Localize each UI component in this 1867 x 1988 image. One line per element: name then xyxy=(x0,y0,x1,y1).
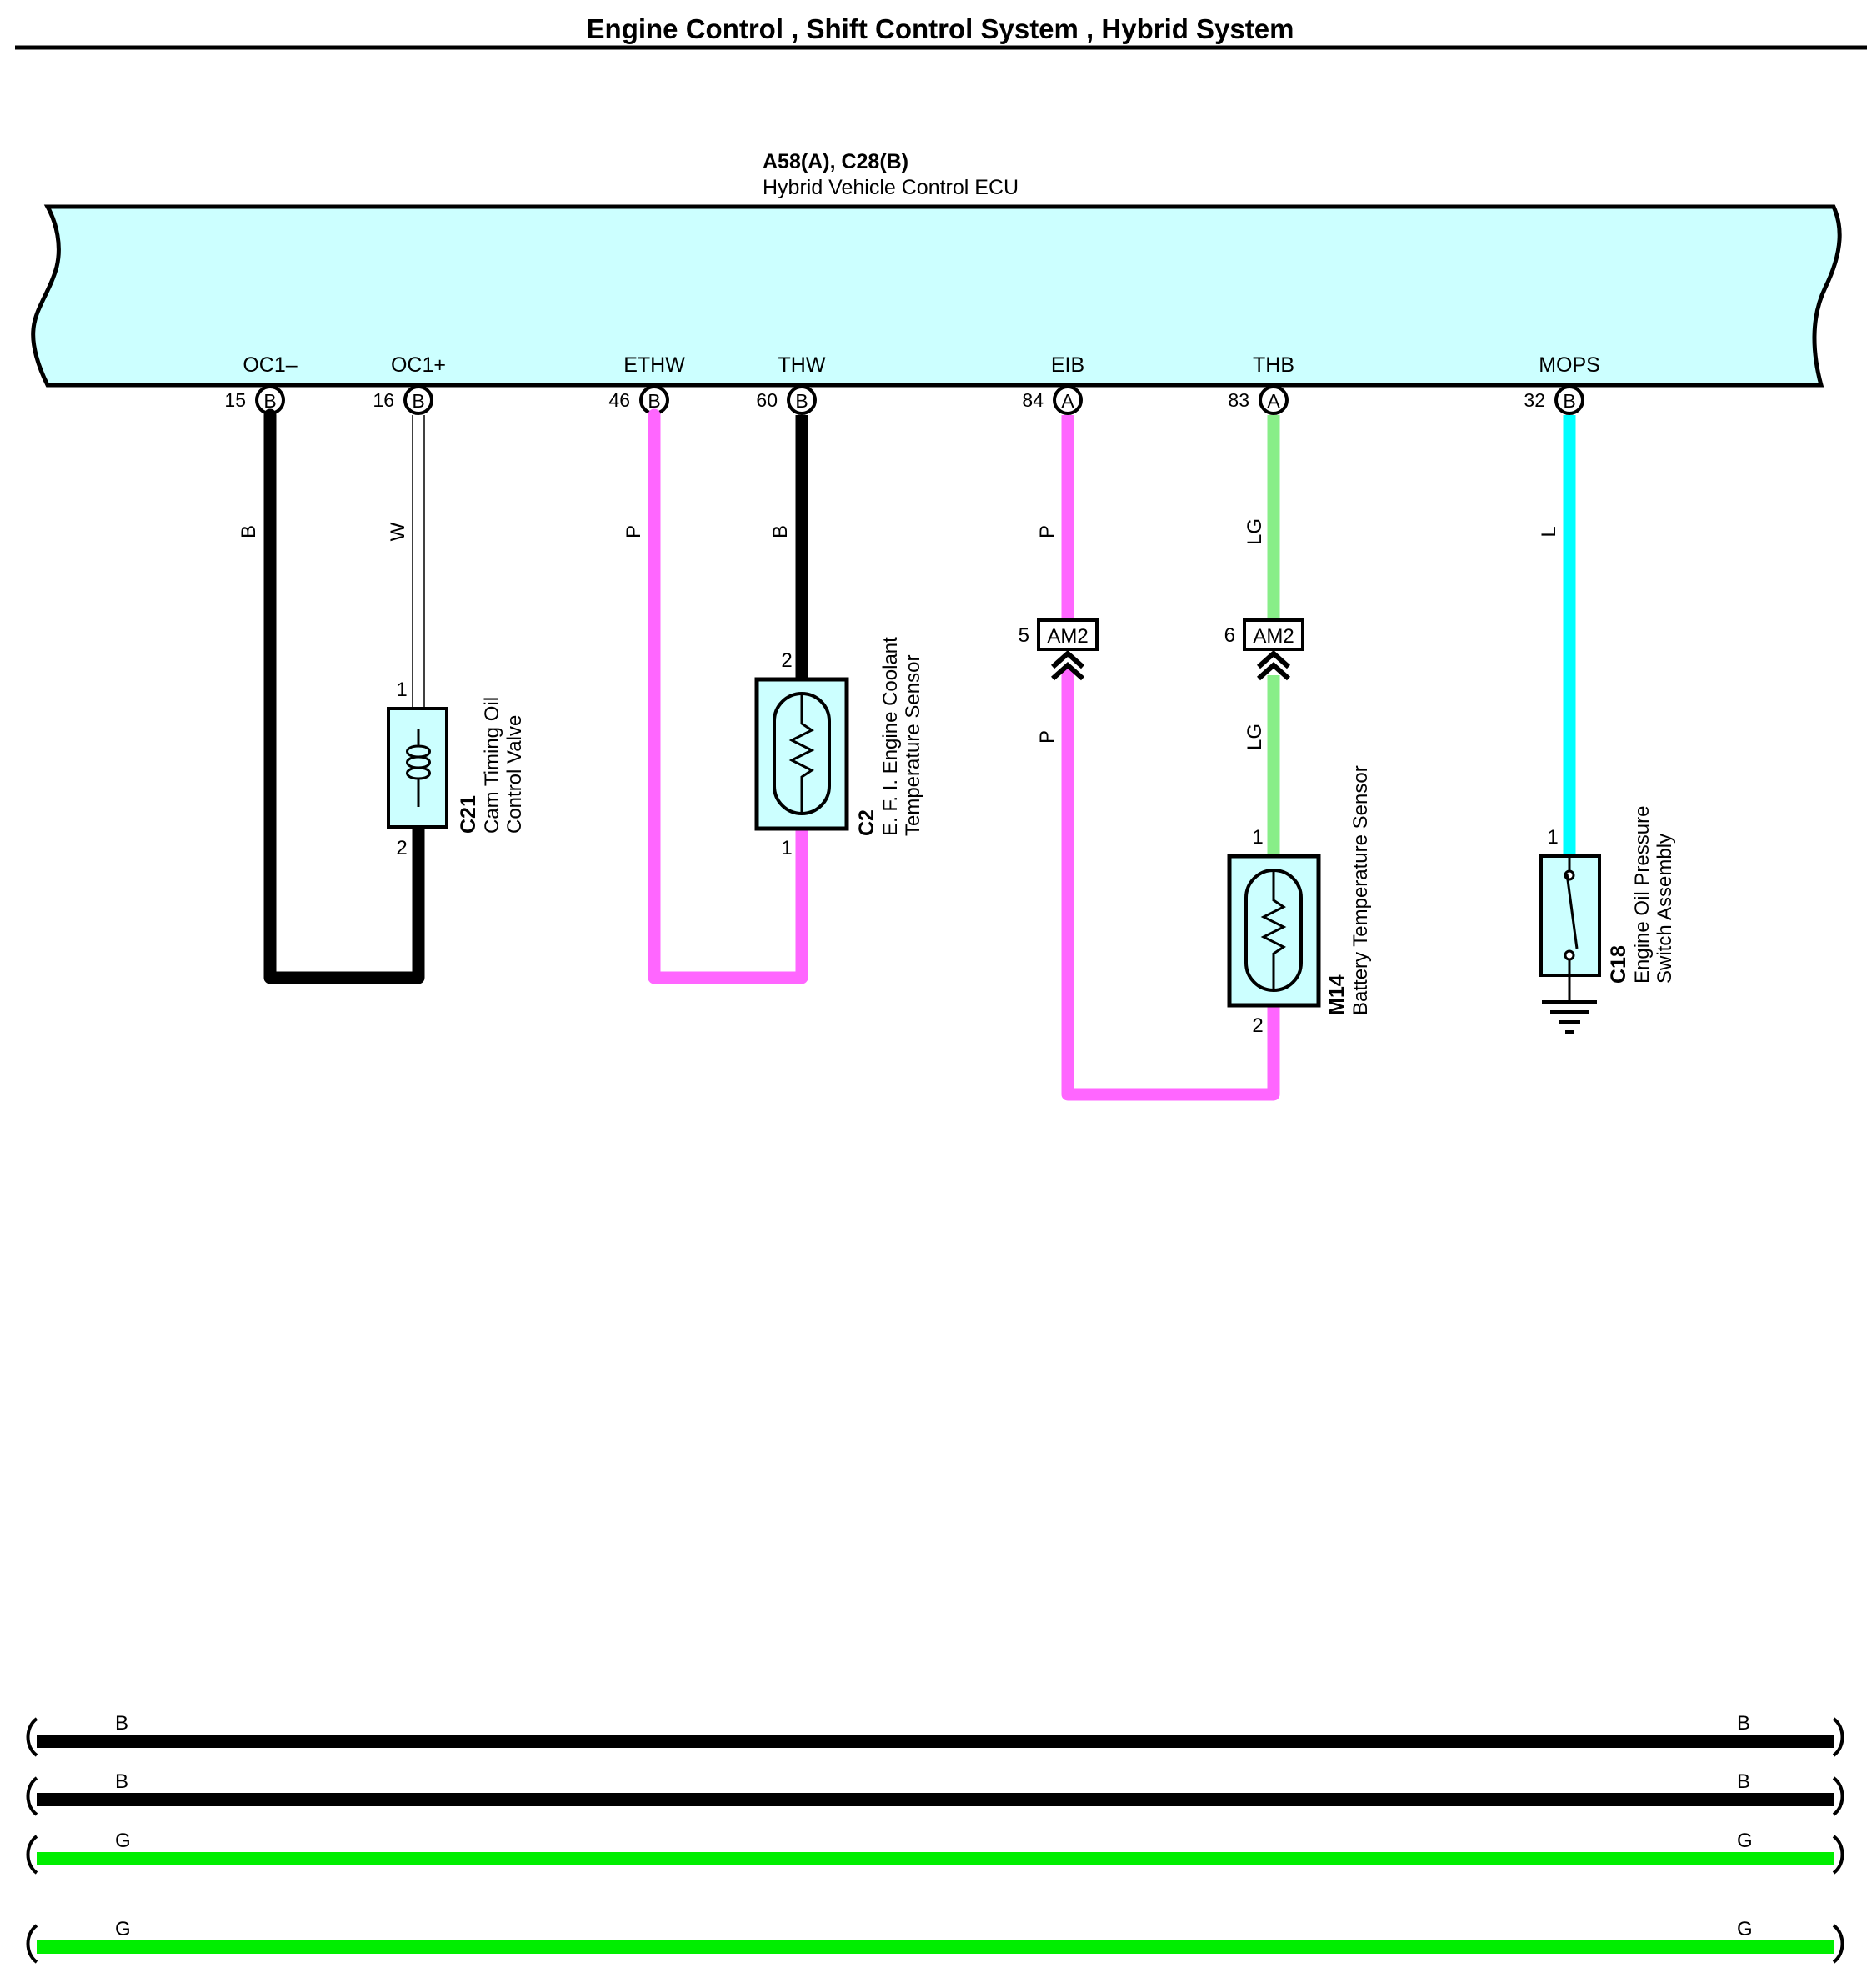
wire-eib-lower xyxy=(1061,669,1280,1101)
terminal-pin-mops: 32 xyxy=(1524,389,1545,411)
c21-name-line1: Cam Timing Oil xyxy=(481,697,503,834)
junction-label-thb: AM2 xyxy=(1253,625,1294,648)
component-c21: 1 2 C21 Cam Timing Oil Control Valve xyxy=(387,679,526,859)
bus-1-label-right: B xyxy=(1737,1712,1750,1735)
wire-label-eib-lower: P xyxy=(1036,730,1059,744)
bus-2-label-left: B xyxy=(115,1770,128,1793)
m14-name-line1: Battery Temperature Sensor xyxy=(1349,765,1372,1015)
connector-circle-thw xyxy=(787,385,817,415)
wire-oc1-minus xyxy=(263,408,425,984)
junction-am2-eib: 5 AM2 xyxy=(1019,618,1099,681)
wire-ethw xyxy=(648,408,808,984)
bus-2-label-right: B xyxy=(1737,1770,1750,1793)
ground-icon xyxy=(1542,1000,1597,1034)
connector-letter-oc1-plus: B xyxy=(412,390,424,412)
junction-am2-thb: 6 AM2 xyxy=(1224,618,1304,681)
terminal-name-thw: THW xyxy=(778,353,826,377)
wire-label-ethw: P xyxy=(623,525,645,538)
c2-code: C2 xyxy=(855,809,878,836)
junction-pin-eib: 5 xyxy=(1019,624,1029,647)
connector-letter-eib: A xyxy=(1061,390,1074,412)
wire-label-thb-upper: LG xyxy=(1244,518,1266,545)
c18-code: C18 xyxy=(1607,945,1630,984)
page-title: Engine Control , Shift Control System , … xyxy=(587,13,1294,44)
terminal-pin-thb: 83 xyxy=(1228,389,1249,411)
c18-pin-top: 1 xyxy=(1547,826,1558,849)
m14-pin-bottom: 2 xyxy=(1252,1014,1263,1037)
c21-pin-bottom: 2 xyxy=(396,837,407,859)
switch-icon xyxy=(1565,873,1579,949)
connector-circle-oc1-plus xyxy=(403,385,433,415)
terminal-pin-eib: 84 xyxy=(1022,389,1044,411)
junction-pin-thb: 6 xyxy=(1224,624,1235,647)
connector-circle-mops xyxy=(1554,385,1584,415)
c21-pin-top: 1 xyxy=(396,679,407,701)
c2-name-line1: E. F. I. Engine Coolant xyxy=(879,637,902,836)
ecu-connector-ref: A58(A), C28(B) xyxy=(763,150,908,173)
connector-circle-eib xyxy=(1053,385,1083,415)
component-c18: 1 C18 Engine Oil Pressure Switch Assembl… xyxy=(1539,806,1676,1034)
wire-label-mops: L xyxy=(1538,526,1560,537)
bus-4-label-right: G xyxy=(1737,1918,1753,1940)
terminal-pin-oc1-plus: 16 xyxy=(373,389,394,411)
component-m14: 1 2 M14 Battery Temperature Sensor xyxy=(1227,765,1372,1037)
wire-label-oc1-plus: W xyxy=(387,522,409,541)
terminal-name-eib: EIB xyxy=(1051,353,1084,377)
bus-3-label-right: G xyxy=(1737,1830,1753,1852)
terminal-name-ethw: ETHW xyxy=(623,353,685,377)
connector-letter-ethw: B xyxy=(648,390,660,412)
c21-name-line2: Control Valve xyxy=(503,715,526,834)
connector-letter-mops: B xyxy=(1563,390,1575,412)
component-c2: 2 1 C2 E. F. I. Engine Coolant Temperatu… xyxy=(754,637,924,859)
bus-4-label-left: G xyxy=(115,1918,131,1940)
m14-code: M14 xyxy=(1325,974,1349,1015)
terminal-name-mops: MOPS xyxy=(1539,353,1600,377)
bus-1-label-left: B xyxy=(115,1712,128,1735)
c2-pin-bottom: 1 xyxy=(781,837,792,859)
coil-icon xyxy=(406,729,431,807)
m14-pin-top: 1 xyxy=(1252,826,1263,849)
wire-label-eib-upper: P xyxy=(1036,525,1059,538)
connector-letter-thb: A xyxy=(1267,390,1280,412)
c2-name-line2: Temperature Sensor xyxy=(902,655,924,836)
c18-name-line1: Engine Oil Pressure xyxy=(1631,806,1654,984)
terminal-pin-ethw: 46 xyxy=(608,389,630,411)
ecu-block xyxy=(31,204,1842,388)
thermistor-icon xyxy=(1260,870,1287,990)
c21-code: C21 xyxy=(457,795,480,834)
wire-oc1-plus xyxy=(412,415,425,709)
bus-3-label-left: G xyxy=(115,1830,131,1852)
c2-pin-top: 2 xyxy=(781,649,792,672)
connector-letter-oc1-minus: B xyxy=(263,390,276,412)
wire-label-thw: B xyxy=(769,525,792,538)
terminal-name-oc1-plus: OC1+ xyxy=(391,353,446,377)
junction-label-eib: AM2 xyxy=(1047,625,1088,648)
terminal-pin-oc1-minus: 15 xyxy=(224,389,246,411)
terminal-name-thb: THB xyxy=(1253,353,1294,377)
wire-label-thb-lower: LG xyxy=(1244,724,1266,750)
wire-label-oc1-minus: B xyxy=(238,525,260,538)
bus-lines: B B B B G G G G xyxy=(26,1712,1844,1964)
connector-letter-thw: B xyxy=(795,390,808,412)
ecu-name: Hybrid Vehicle Control ECU xyxy=(763,176,1019,199)
c18-name-line2: Switch Assembly xyxy=(1654,834,1676,984)
terminal-pin-thw: 60 xyxy=(756,389,778,411)
thermistor-icon xyxy=(788,694,815,814)
connector-circle-thb xyxy=(1259,385,1289,415)
terminal-name-oc1-minus: OC1– xyxy=(243,353,297,377)
